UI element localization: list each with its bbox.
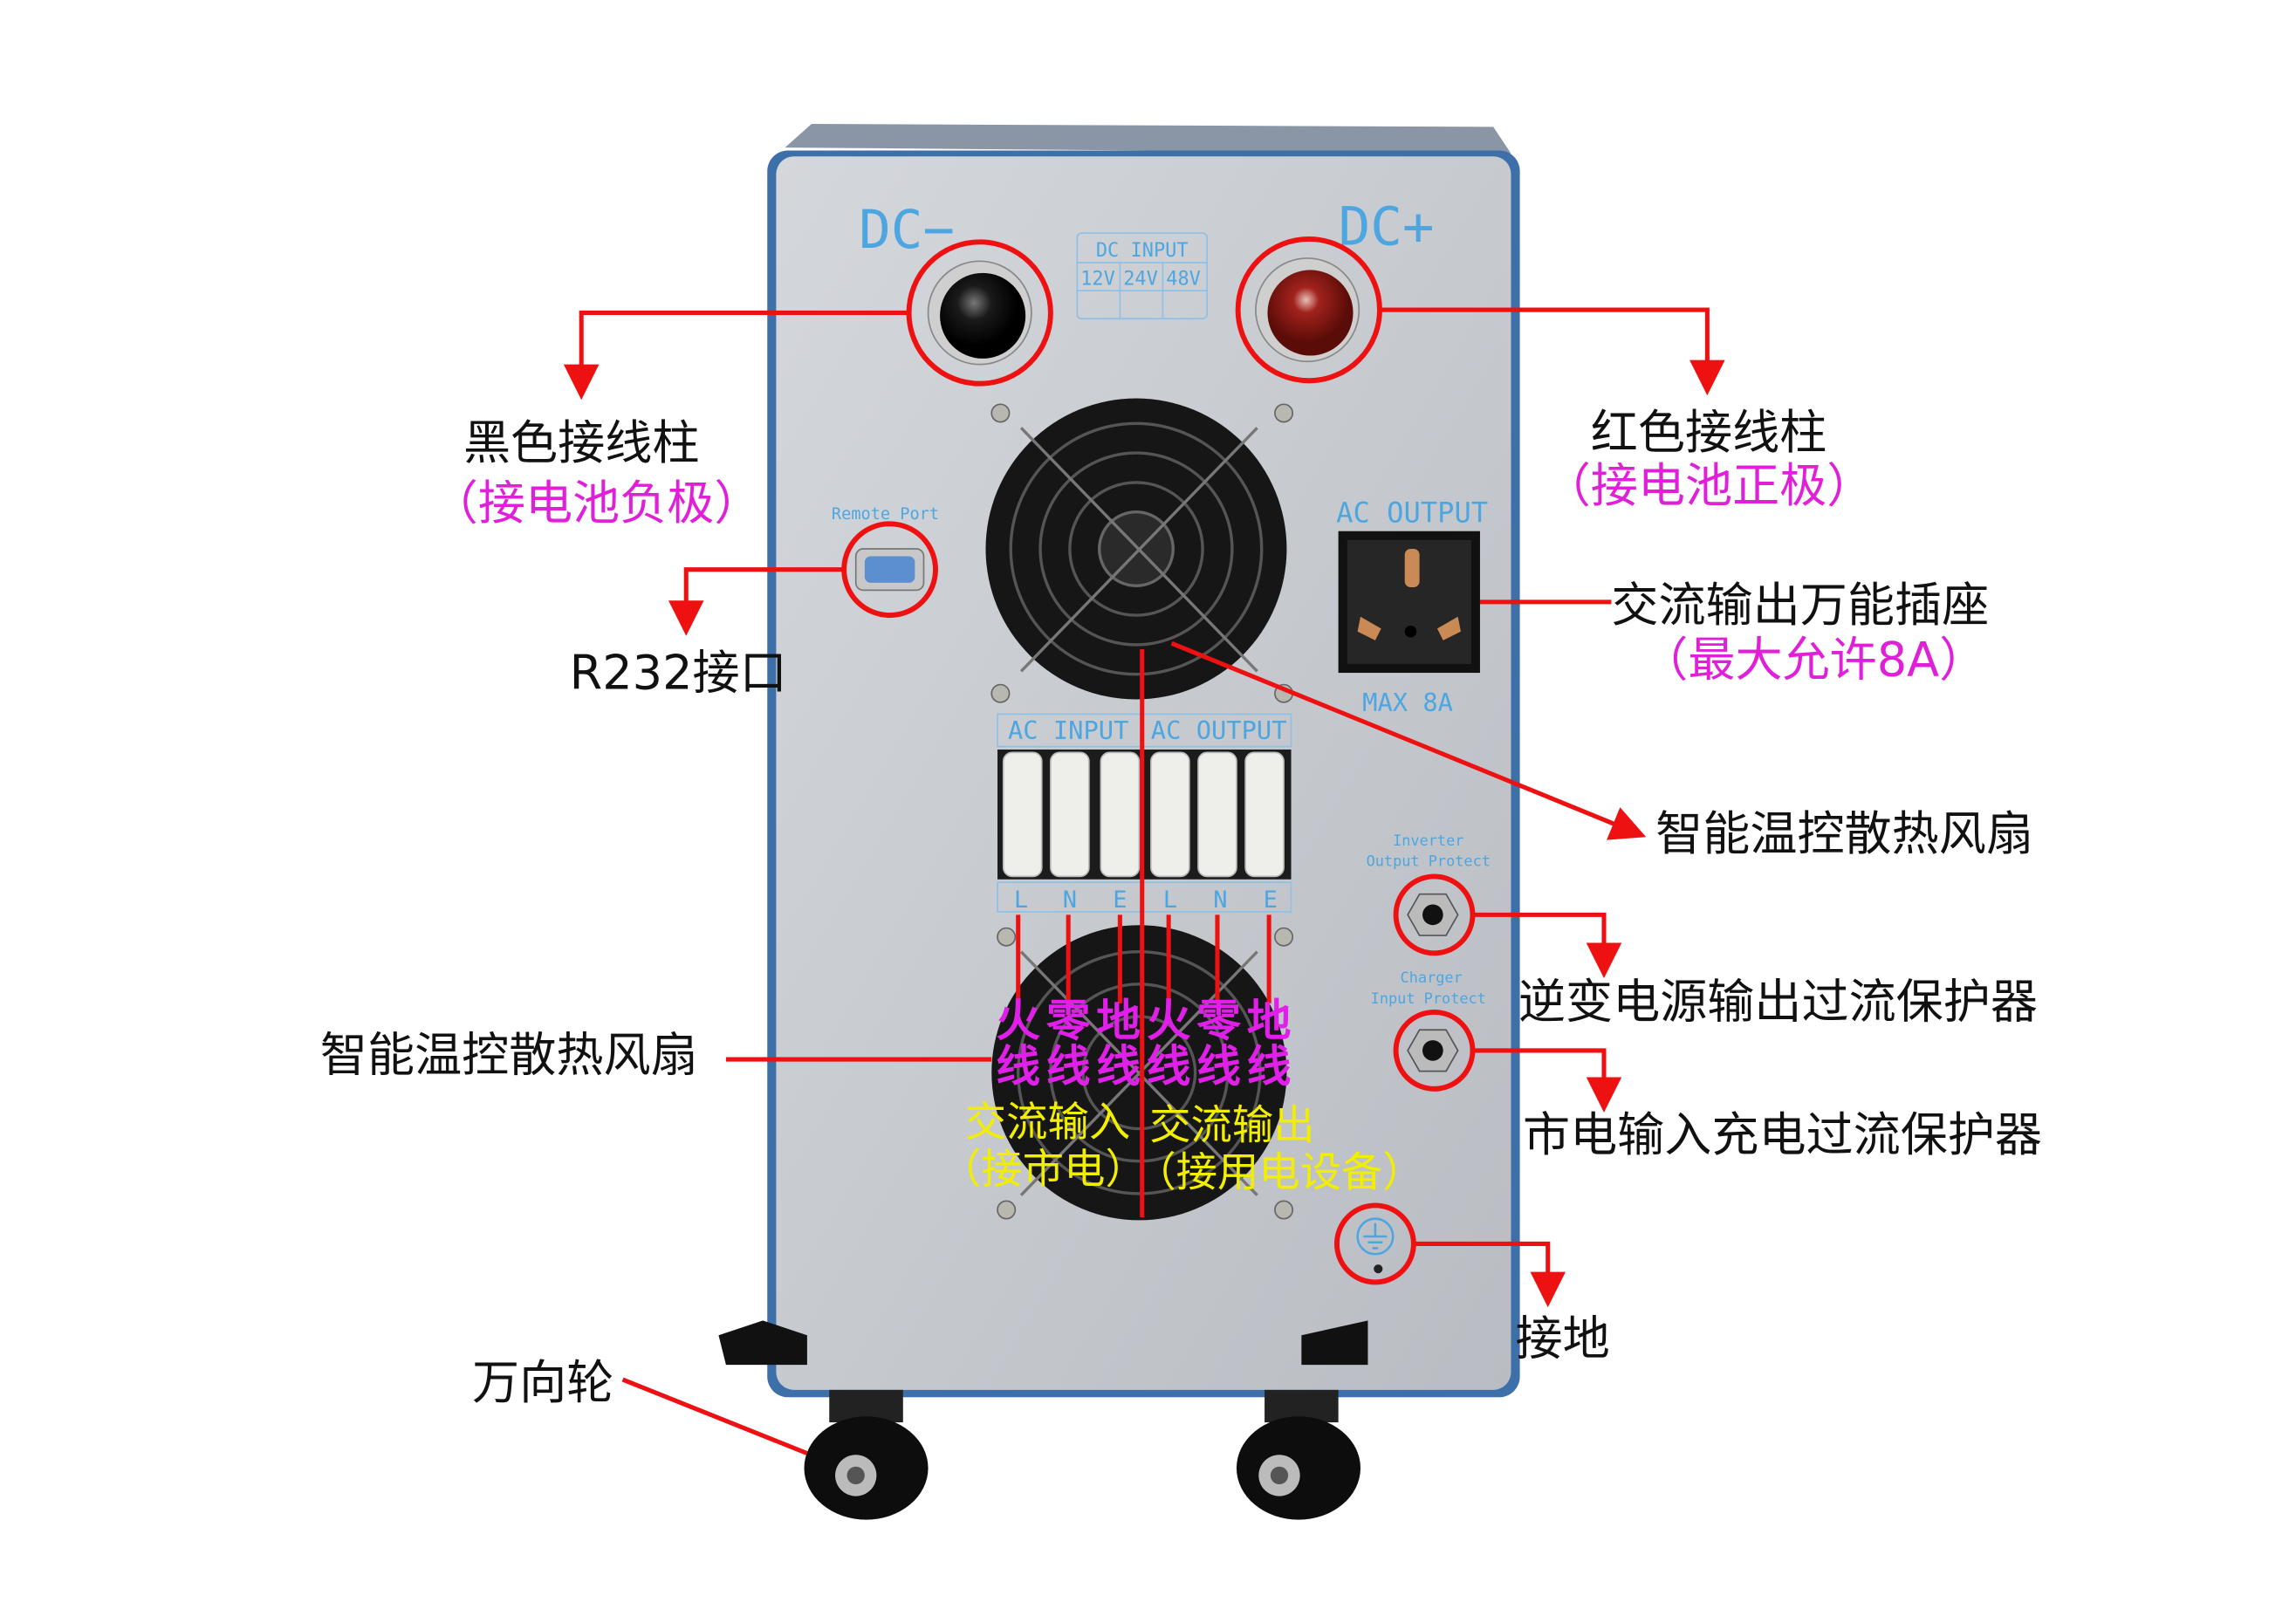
wire-suffix: 线 [1096, 1040, 1141, 1092]
charger-input-breaker [1407, 1029, 1459, 1072]
ground-symbol-icon [1356, 1217, 1395, 1274]
wire-live-out: 火 [1147, 995, 1191, 1046]
wire-suffix: 线 [1196, 1040, 1241, 1092]
annotation-lines [563, 236, 1725, 1455]
fan-right-label: 智能温控散热风扇 [1655, 806, 2033, 861]
ac-out-title: 交流输出 [1149, 1101, 1314, 1149]
ac-in-title: 交流输入 [965, 1099, 1130, 1147]
terminal-l-in: L [1014, 887, 1028, 914]
red-terminal-note: （接电池正极） [1544, 458, 1874, 513]
db9-serial-port [854, 548, 925, 592]
inverter-protect-label-2: Output Protect [1367, 853, 1491, 870]
charger-protect-label-2: Input Protect [1371, 990, 1486, 1007]
inverter-breaker-label: 逆变电源输出过流保护器 [1518, 975, 2038, 1030]
wire-earth-in: 地 [1096, 995, 1141, 1046]
remote-port-label: Remote Port [832, 505, 939, 524]
inverter-cabinet: DC− DC+ DC INPUT 12V 24V 48V Remote Port [718, 124, 1520, 1520]
wire-live-in: 火 [996, 995, 1040, 1046]
dc-plus-label: DC+ [1339, 196, 1435, 258]
wire-neutral-out: 零 [1196, 995, 1241, 1046]
wire-earth-out: 地 [1247, 995, 1292, 1046]
dc-negative-terminal [927, 260, 1032, 366]
casters [718, 1320, 1368, 1520]
wire-suffix: 线 [1046, 1040, 1091, 1092]
ac-out-note: （接用电设备） [1134, 1148, 1423, 1196]
wire-suffix: 线 [1247, 1040, 1292, 1092]
inverter-output-breaker [1407, 893, 1459, 936]
voltage-12v: 12V [1080, 268, 1115, 290]
bottom-cooling-fan [991, 925, 1287, 1221]
ac-output-label: AC OUTPUT [1151, 716, 1287, 745]
red-terminal-label: 红色接线柱 [1591, 405, 1827, 460]
black-terminal-note: （接电池负极） [431, 476, 762, 531]
charger-breaker-label: 市电输入充电过流保护器 [1523, 1107, 2042, 1162]
inverter-protect-label-1: Inverter [1393, 832, 1463, 849]
screws [990, 403, 1294, 1220]
ac-in-note: （接市电） [940, 1146, 1147, 1194]
dc-positive-terminal [1255, 257, 1360, 363]
dc-input-title: DC INPUT [1096, 240, 1189, 262]
casters-label: 万向轮 [472, 1355, 613, 1410]
terminal-n-out: N [1213, 887, 1227, 914]
ac-socket-label: 交流输出万能插座 [1611, 578, 1989, 633]
ac-socket-note: （最大允许8A） [1641, 632, 1986, 687]
ac-input-label: AC INPUT [1008, 716, 1128, 745]
fan-left-label: 智能温控散热风扇 [320, 1028, 698, 1083]
voltage-48v: 48V [1166, 268, 1201, 290]
wire-neutral-in: 零 [1046, 995, 1091, 1046]
ground-label: 接地 [1516, 1311, 1610, 1366]
dc-input-table: DC INPUT 12V 24V 48V [1076, 232, 1208, 320]
wire-suffix: 线 [1147, 1040, 1191, 1092]
ac-output-socket-label: AC OUTPUT [1336, 496, 1488, 530]
wire-suffix: 线 [996, 1040, 1040, 1092]
black-terminal-label: 黑色接线柱 [463, 415, 699, 470]
voltage-24v: 24V [1123, 268, 1158, 290]
dc-minus-label: DC− [859, 199, 955, 261]
top-cooling-fan [985, 398, 1287, 700]
wire-labels: 火 零 地 火 零 地 线 线 线 线 线 线 [996, 995, 1291, 1092]
universal-ac-socket [1338, 531, 1480, 674]
terminal-n-in: N [1063, 887, 1077, 914]
terminal-l-out: L [1163, 887, 1177, 914]
terminal-e-in: E [1113, 887, 1127, 914]
callout-labels: 黑色接线柱 （接电池负极） 红色接线柱 （接电池正极） R232接口 交流输出万… [320, 405, 2042, 1410]
charger-protect-label-1: Charger [1401, 969, 1463, 986]
rs232-label: R232接口 [570, 646, 787, 701]
terminal-e-out: E [1264, 887, 1278, 914]
max-current-label: MAX 8A [1362, 688, 1453, 717]
